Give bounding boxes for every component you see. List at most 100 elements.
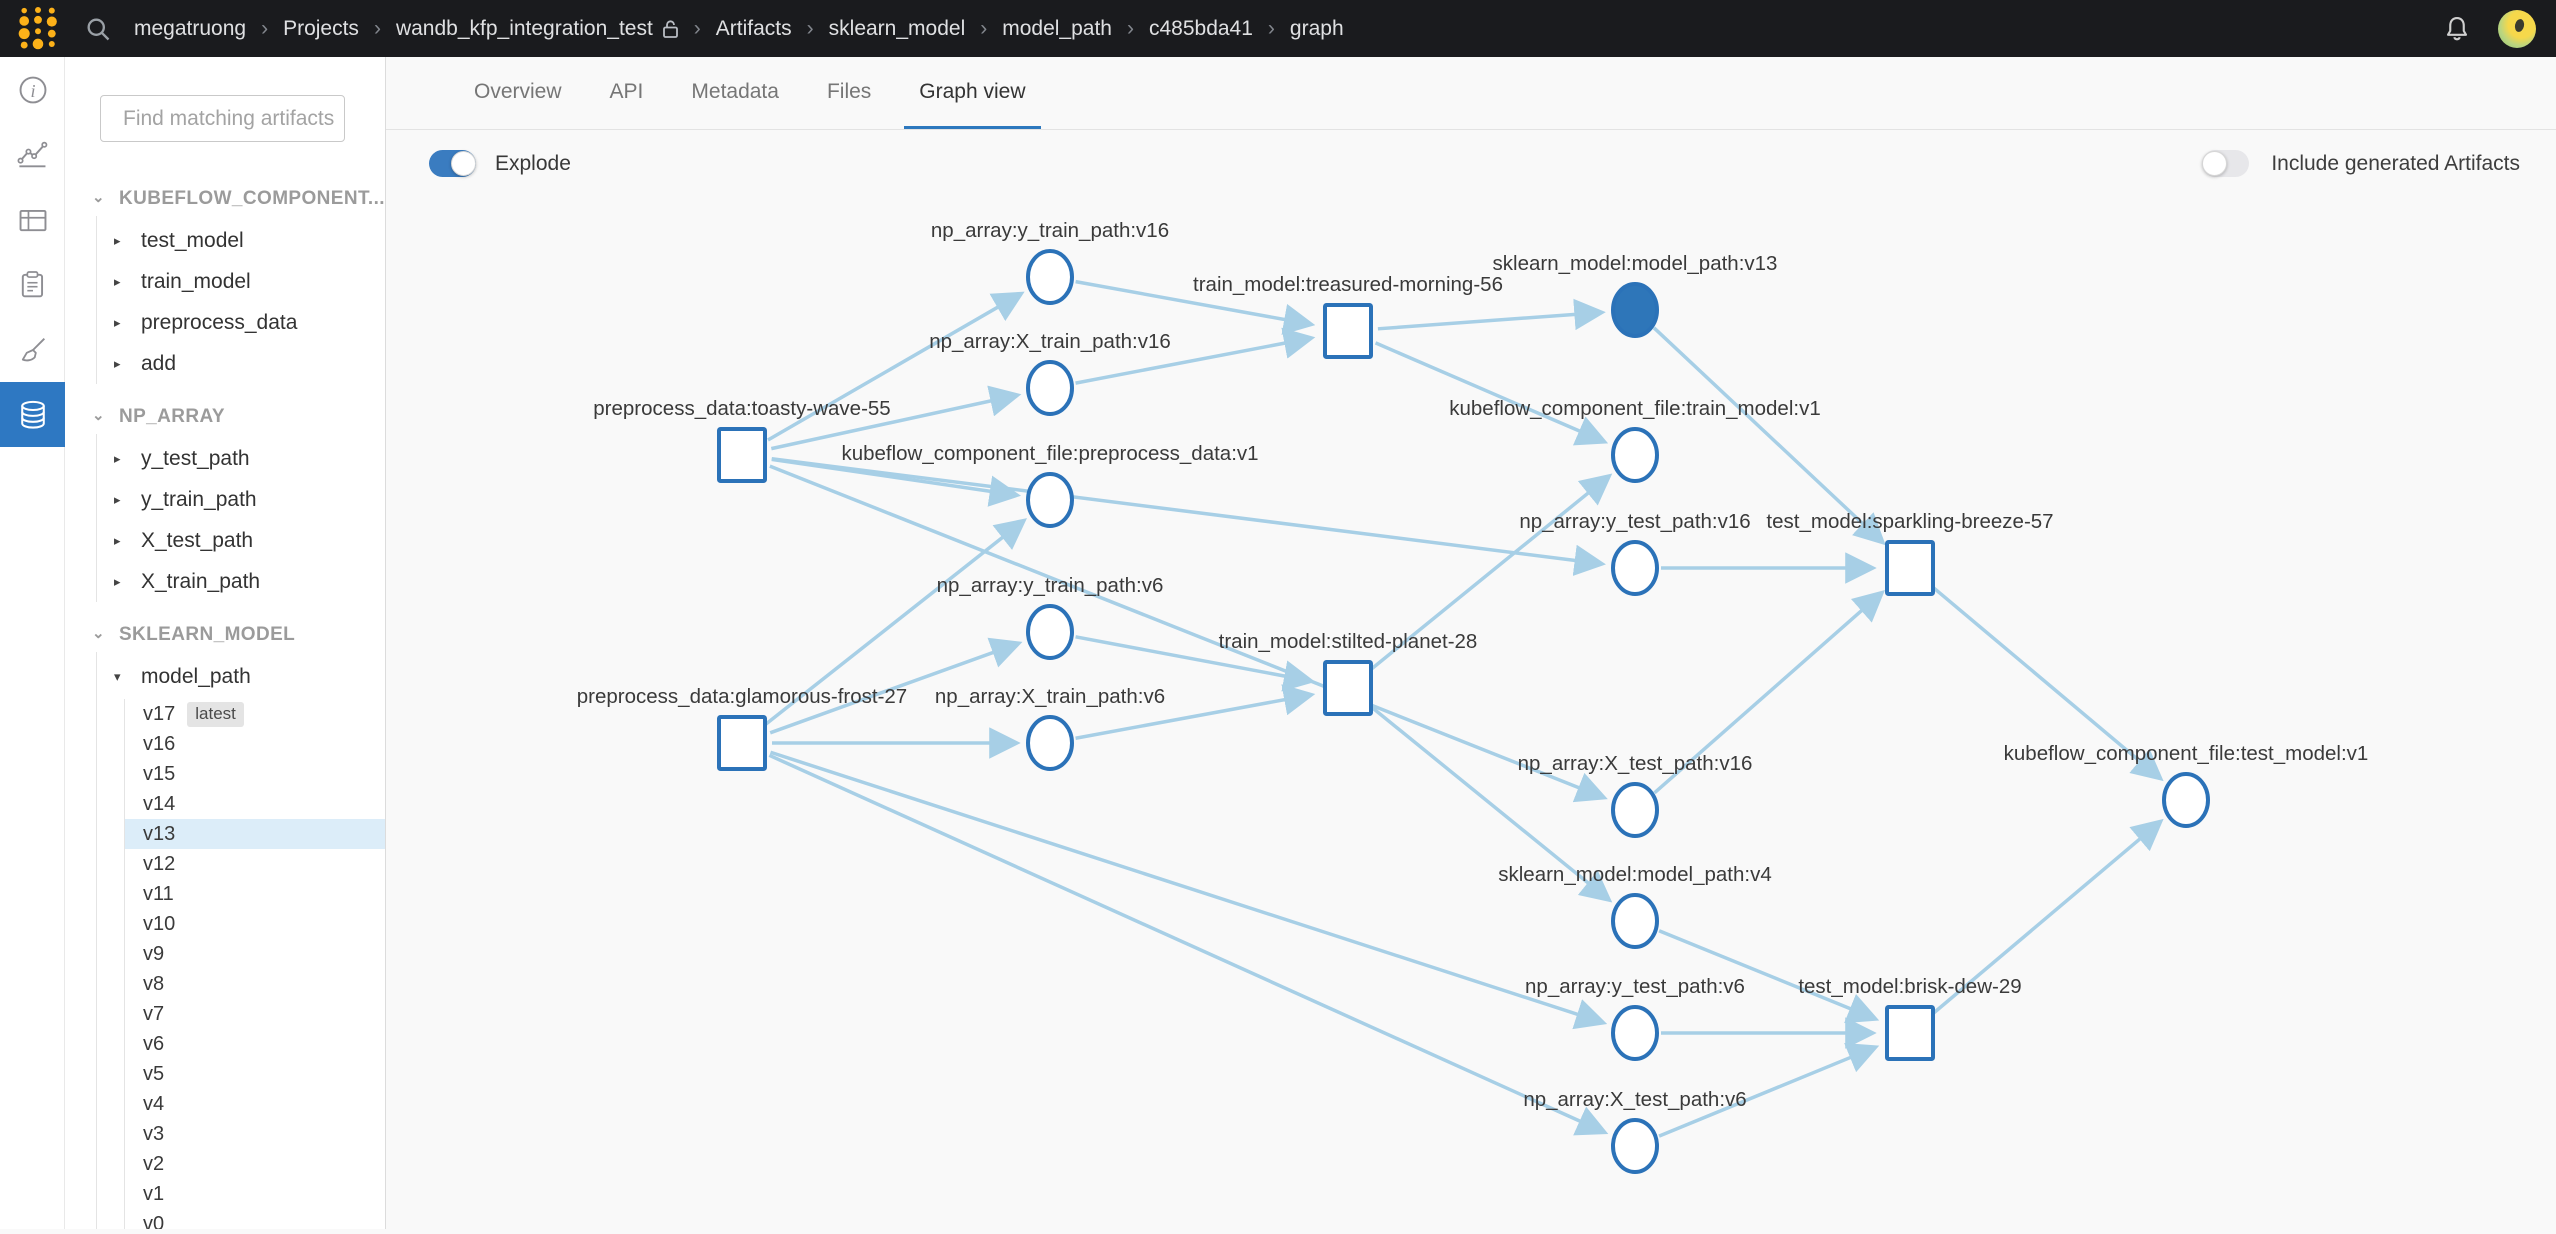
latest-badge: latest: [187, 701, 244, 727]
caret-right-icon: ▸: [114, 355, 121, 371]
version-row-v16[interactable]: v16: [125, 729, 385, 759]
graph-node-y_train16[interactable]: [1026, 249, 1074, 305]
tree-section-header[interactable]: ⌄SKLEARN_MODEL: [65, 618, 385, 652]
artifact-search-input[interactable]: [123, 106, 385, 131]
version-row-v15[interactable]: v15: [125, 759, 385, 789]
tree-item-test_model[interactable]: ▸test_model: [97, 220, 385, 261]
tab-files[interactable]: Files: [826, 79, 872, 103]
graph-node-label: sklearn_model:model_path:v4: [1498, 863, 1772, 886]
graph-controls: Explode Include generated Artifacts: [386, 142, 2556, 204]
rail-item-artifacts[interactable]: [0, 382, 65, 447]
version-row-v4[interactable]: v4: [125, 1089, 385, 1119]
explode-toggle[interactable]: [429, 150, 476, 177]
rail-item-sweeps[interactable]: [0, 317, 65, 382]
graph-node-y_test6[interactable]: [1611, 1005, 1659, 1061]
version-row-v5[interactable]: v5: [125, 1059, 385, 1089]
graph-node-y_test16[interactable]: [1611, 540, 1659, 596]
wandb-logo-icon[interactable]: [16, 6, 60, 52]
tree-item-train_model[interactable]: ▸train_model: [97, 261, 385, 302]
graph-node-label: np_array:y_train_path:v6: [937, 574, 1164, 597]
version-row-v1[interactable]: v1: [125, 1179, 385, 1209]
tree-item-y_train_path[interactable]: ▸y_train_path: [97, 479, 385, 520]
breadcrumb-separator: ›: [806, 16, 814, 40]
tree-section-label: SKLEARN_MODEL: [118, 624, 296, 645]
tab-overview[interactable]: Overview: [474, 79, 562, 103]
tree-section-header[interactable]: ⌄KUBEFLOW_COMPONENT...: [65, 182, 385, 216]
graph-edge-stilted-kf_train: [1370, 473, 1613, 671]
graph-node-label: kubeflow_component_file:train_model:v1: [1449, 397, 1821, 420]
version-row-v2[interactable]: v2: [125, 1149, 385, 1179]
breadcrumb-item[interactable]: model_path: [1002, 16, 1112, 40]
graph-node-kf_train[interactable]: [1611, 427, 1659, 483]
graph-node-skl4[interactable]: [1611, 893, 1659, 949]
version-row-v11[interactable]: v11: [125, 879, 385, 909]
version-row-v7[interactable]: v7: [125, 999, 385, 1029]
tab-metadata[interactable]: Metadata: [691, 79, 779, 103]
include-generated-toggle[interactable]: [2202, 150, 2250, 177]
tree-item-y_test_path[interactable]: ▸y_test_path: [97, 438, 385, 479]
tab-graph-view[interactable]: Graph view: [904, 57, 1041, 129]
graph-node-kf_test[interactable]: [2162, 772, 2210, 828]
breadcrumb-item[interactable]: wandb_kfp_integration_test: [395, 16, 653, 40]
graph-node-brisk[interactable]: [1885, 1005, 1935, 1061]
breadcrumb-item[interactable]: Artifacts: [715, 16, 792, 40]
toggle-knob: [2202, 151, 2228, 176]
breadcrumb-item[interactable]: megatruong: [134, 16, 247, 40]
breadcrumb-item[interactable]: graph: [1289, 16, 1344, 40]
rail-item-tables[interactable]: [0, 187, 65, 252]
graph-node-label: np_array:X_test_path:v6: [1523, 1088, 1746, 1111]
top-navbar: megatruong › Projects › wandb_kfp_integratio…: [0, 0, 2556, 57]
version-row-v0[interactable]: v0: [125, 1209, 385, 1230]
graph-node-label: np_array:y_test_path:v16: [1519, 510, 1750, 533]
graph-node-X_train16[interactable]: [1026, 360, 1074, 416]
artifact-search-box[interactable]: [100, 95, 385, 142]
tree-item-preprocess_data[interactable]: ▸preprocess_data: [97, 302, 385, 343]
graph-node-glamorous[interactable]: [717, 715, 767, 771]
tab-api[interactable]: API: [609, 79, 644, 103]
graph-node-stilted[interactable]: [1323, 660, 1373, 716]
graph-edge-X_test6-brisk: [1658, 1043, 1880, 1138]
version-row-v10[interactable]: v10: [125, 909, 385, 939]
rail-item-logs[interactable]: [0, 252, 65, 317]
graph-node-kf_pre[interactable]: [1026, 472, 1074, 528]
breadcrumb-separator: ›: [980, 16, 988, 40]
version-row-v14[interactable]: v14: [125, 789, 385, 819]
tree-section: ⌄KUBEFLOW_COMPONENT...▸test_model▸train_…: [65, 182, 385, 384]
user-avatar[interactable]: [2498, 9, 2536, 48]
graph-edge-treasured-skl13: [1377, 298, 1606, 331]
graph-node-X_test6[interactable]: [1611, 1118, 1659, 1174]
rail-item-charts[interactable]: [0, 122, 65, 187]
graph-node-sparkling[interactable]: [1885, 540, 1935, 596]
breadcrumb-item[interactable]: c485bda41: [1148, 16, 1253, 40]
table-icon: [19, 209, 46, 231]
tree-item-X_test_path[interactable]: ▸X_test_path: [97, 520, 385, 561]
graph-node-label: test_model:brisk-dew-29: [1798, 975, 2021, 998]
tree-section-header[interactable]: ⌄NP_ARRAY: [65, 400, 385, 434]
version-row-v9[interactable]: v9: [125, 939, 385, 969]
version-row-v8[interactable]: v8: [125, 969, 385, 999]
notifications-bell-icon[interactable]: [2442, 14, 2472, 44]
graph-node-treasured[interactable]: [1323, 303, 1373, 359]
graph-node-X_train6[interactable]: [1026, 715, 1074, 771]
version-row-v3[interactable]: v3: [125, 1119, 385, 1149]
tree-item-model_path[interactable]: ▾model_path: [97, 656, 385, 697]
tree-item-add[interactable]: ▸add: [97, 343, 385, 384]
search-icon[interactable]: [84, 15, 112, 43]
line-chart-icon: [17, 141, 47, 167]
tree-item-X_train_path[interactable]: ▸X_train_path: [97, 561, 385, 602]
graph-node-toasty[interactable]: [717, 427, 767, 483]
breadcrumb-item[interactable]: Projects: [283, 16, 359, 40]
graph-node-X_test16[interactable]: [1611, 782, 1659, 838]
version-row-v13[interactable]: v13: [125, 819, 385, 849]
graph-node-y_train6[interactable]: [1026, 604, 1074, 660]
rail-item-overview[interactable]: i: [0, 57, 65, 122]
version-row-v6[interactable]: v6: [125, 1029, 385, 1059]
tree-item-label: train_model: [141, 269, 251, 293]
breadcrumb-item[interactable]: sklearn_model: [828, 16, 966, 40]
version-row-v12[interactable]: v12: [125, 849, 385, 879]
graph-edge-toasty-X_train16: [770, 385, 1022, 451]
version-label: v14: [143, 792, 176, 815]
graph-node-skl13[interactable]: [1611, 282, 1659, 338]
